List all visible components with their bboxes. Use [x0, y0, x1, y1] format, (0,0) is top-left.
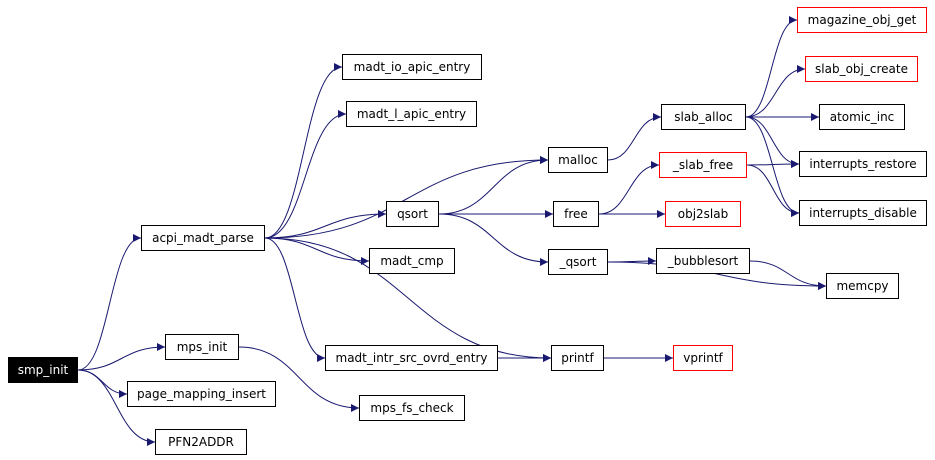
edge-smp-init-to-mps-init	[77, 343, 166, 371]
edge-smp-init-to-page-mapping-insert	[77, 369, 128, 398]
node-madt-cmp[interactable]: madt_cmp	[369, 248, 455, 274]
edge-qsort-to-malloc	[438, 156, 549, 215]
node-pfn2addr[interactable]: PFN2ADDR	[155, 429, 247, 455]
node-memcpy[interactable]: memcpy	[826, 273, 899, 299]
node-page-mapping-insert[interactable]: page_mapping_insert	[127, 381, 276, 407]
edge--bubblesort-to-memcpy	[749, 260, 827, 290]
edge-acpi-madt-parse-to-qsort	[264, 210, 387, 239]
edge-smp-init-to-acpi-madt-parse	[77, 234, 142, 371]
edge-slab-alloc-to-interrupts-restore	[745, 116, 800, 168]
node-underscore-slab-free[interactable]: _slab_free	[659, 152, 747, 178]
edge-acpi-madt-parse-to-madt-l-apic-entry	[264, 110, 347, 239]
node-mps-init[interactable]: mps_init	[165, 334, 239, 360]
node-underscore-bubblesort[interactable]: _bubblesort	[656, 248, 750, 274]
node-underscore-qsort[interactable]: _qsort	[548, 249, 608, 275]
edge--slab-free-to-interrupts-restore	[746, 160, 800, 169]
node-atomic-inc[interactable]: atomic_inc	[819, 104, 905, 130]
node-interrupts-disable[interactable]: interrupts_disable	[799, 200, 927, 226]
edge-acpi-madt-parse-to-printf	[264, 237, 552, 362]
node-free[interactable]: free	[553, 201, 599, 227]
edge-acpi-madt-parse-to-madt-cmp	[264, 237, 370, 265]
edge-malloc-to-slab-alloc	[607, 113, 662, 161]
edge-slab-alloc-to-magazine-obj-get	[745, 16, 798, 118]
edge-qsort-to--qsort	[438, 213, 549, 266]
node-mps-fs-check[interactable]: mps_fs_check	[359, 395, 465, 421]
edge-acpi-madt-parse-to-malloc	[264, 156, 549, 239]
node-malloc[interactable]: malloc	[548, 147, 608, 173]
node-slab-obj-create[interactable]: slab_obj_create	[805, 56, 918, 82]
edge-slab-alloc-to-slab-obj-create	[745, 65, 806, 118]
node-madt-l-apic-entry[interactable]: madt_l_apic_entry	[346, 101, 477, 127]
edge-mps-init-to-mps-fs-check	[238, 346, 360, 412]
node-printf[interactable]: printf	[551, 345, 604, 371]
node-smp-init[interactable]: smp_init	[8, 357, 78, 383]
edge-acpi-madt-parse-to-madt-io-apic-entry	[264, 63, 343, 239]
edge--qsort-to-memcpy	[607, 261, 827, 290]
node-qsort[interactable]: qsort	[386, 201, 439, 227]
node-slab-alloc[interactable]: slab_alloc	[661, 104, 746, 130]
node-interrupts-restore[interactable]: interrupts_restore	[799, 151, 927, 177]
node-madt-intr-src-ovrd-entry[interactable]: madt_intr_src_ovrd_entry	[325, 345, 498, 371]
node-madt-io-apic-entry[interactable]: madt_io_apic_entry	[342, 54, 482, 80]
node-magazine-obj-get[interactable]: magazine_obj_get	[797, 7, 927, 33]
node-vprintf[interactable]: vprintf	[673, 345, 733, 371]
edge-free-to--slab-free	[598, 161, 660, 215]
node-obj2slab[interactable]: obj2slab	[665, 201, 741, 227]
edge--slab-free-to-interrupts-disable	[746, 164, 800, 217]
node-acpi-madt-parse[interactable]: acpi_madt_parse	[141, 225, 265, 251]
edge-smp-init-to-PFN2ADDR	[77, 369, 156, 446]
edge-acpi-madt-parse-to-madt-intr-src-ovrd-entry	[264, 237, 326, 362]
